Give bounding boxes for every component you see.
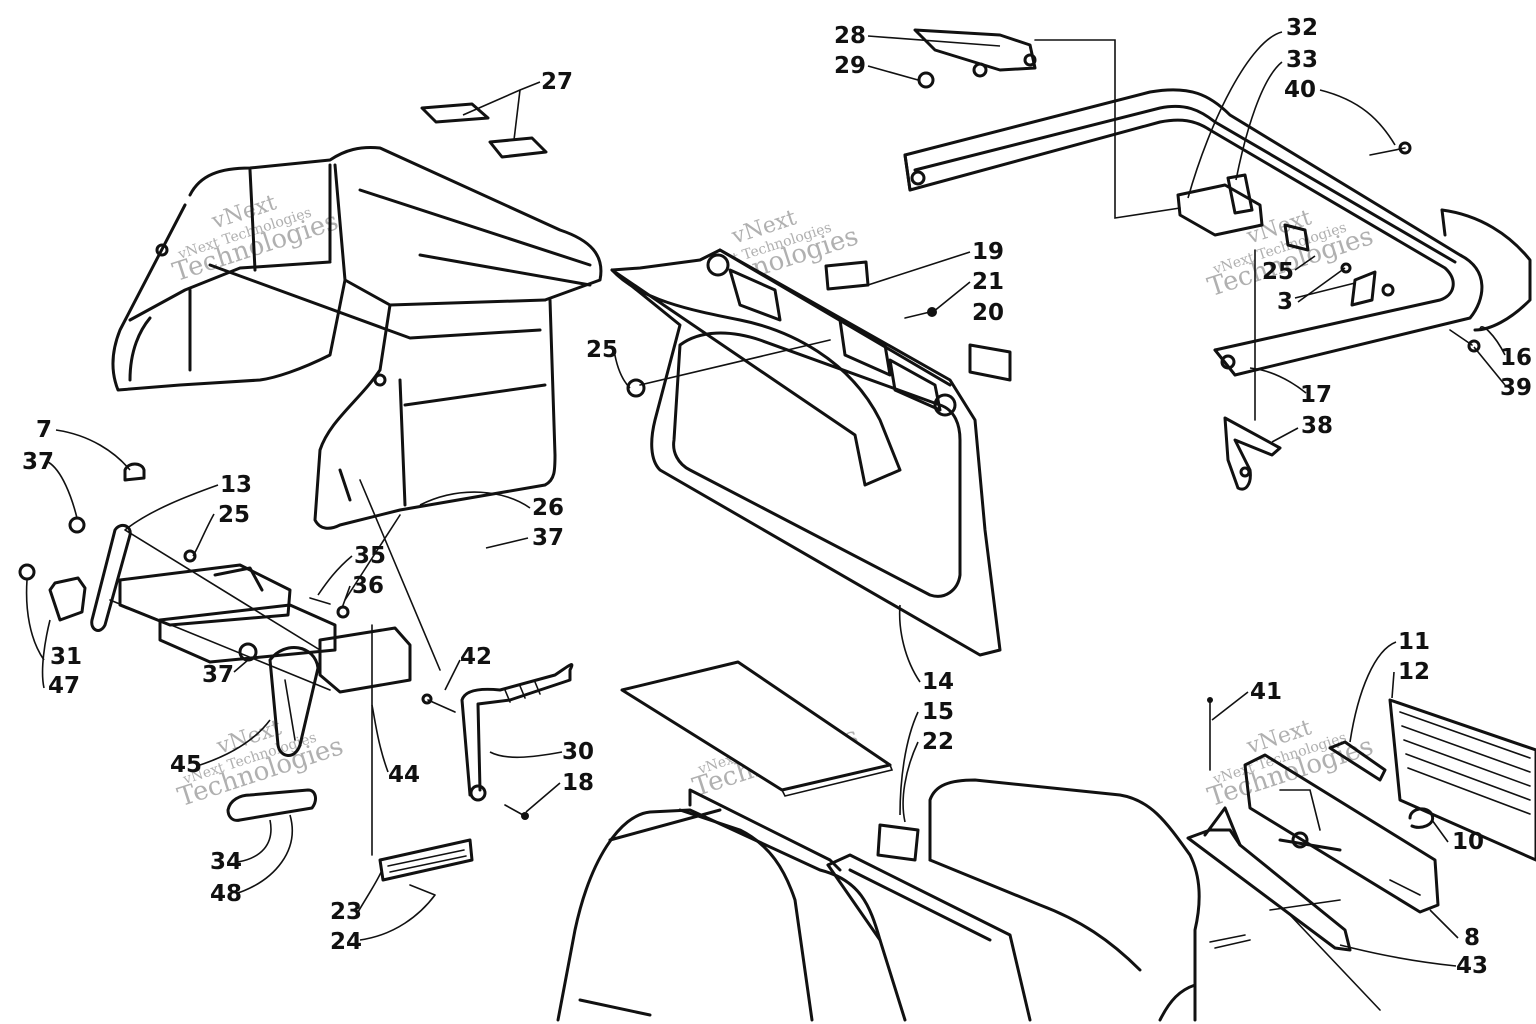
- callout-13: 13: [220, 472, 252, 498]
- part-17-rear-bumper: [903, 88, 1484, 377]
- part-14-center-panel: [610, 248, 1002, 657]
- part-42-bolt: [421, 693, 456, 713]
- callout-19: 19: [972, 239, 1004, 265]
- part-43-light-bracket: [1186, 806, 1352, 952]
- callout-47: 47: [48, 673, 80, 699]
- callout-16: 16: [1500, 345, 1532, 371]
- callout-23: 23: [330, 899, 362, 925]
- part-32-hinge-bracket: [1176, 173, 1310, 252]
- callout-40: 40: [1284, 77, 1316, 103]
- part-29-nut: [917, 71, 935, 89]
- callout-21: 21: [972, 269, 1004, 295]
- part-10-bulb: [1408, 807, 1435, 829]
- part-41-screw: [1207, 697, 1213, 771]
- callout-10: 10: [1452, 829, 1484, 855]
- part-15-lid-panel: [620, 660, 894, 797]
- watermark: vNext Technologies vNext Technologies: [1204, 205, 1377, 303]
- callout-39: 39: [1500, 375, 1532, 401]
- callout-17: 17: [1300, 382, 1332, 408]
- callout-29: 29: [834, 53, 866, 79]
- storage-bin-right: [928, 778, 1251, 1022]
- callout-41: 41: [1250, 679, 1282, 705]
- part-13-pivot-bar: [90, 523, 132, 632]
- part-40-bolt: [1369, 141, 1412, 156]
- part-11-gasket: [1328, 740, 1387, 782]
- part-25-nut: [626, 378, 646, 398]
- part-37-nut: [68, 516, 86, 534]
- alignment-lines: [109, 39, 1381, 1011]
- callout-27: 27: [541, 69, 573, 95]
- callout-43: 43: [1456, 953, 1488, 979]
- watermark: vNext Technologies vNext Technologies: [1204, 715, 1377, 813]
- callout-37-left: 37: [22, 449, 54, 475]
- callout-25-bumper: 25: [1262, 259, 1294, 285]
- callout-11: 11: [1398, 629, 1430, 655]
- callout-labels: 27 28 29 32 33 40 19 21 20 25 25 3 16 39…: [22, 15, 1532, 979]
- part-3-clip: [1340, 262, 1395, 307]
- part-18-screw: [504, 804, 529, 820]
- part-38-hitch: [1223, 416, 1282, 491]
- callout-38: 38: [1301, 413, 1333, 439]
- part-8-light-housing: [1243, 753, 1440, 914]
- part-16-end-cap: [1440, 208, 1532, 332]
- callout-48: 48: [210, 881, 242, 907]
- part-22-decal: [876, 823, 920, 862]
- callout-36: 36: [352, 573, 384, 599]
- callout-12: 12: [1398, 659, 1430, 685]
- part-28-bracket: [913, 28, 1037, 78]
- latch-housing: [118, 549, 412, 694]
- callout-30: 30: [562, 739, 594, 765]
- storage-bin-divider: [826, 853, 1032, 1022]
- callout-26: 26: [532, 495, 564, 521]
- part-34-pad: [226, 788, 317, 822]
- callout-31: 31: [50, 644, 82, 670]
- callout-37-latch: 37: [202, 662, 234, 688]
- part-39-bolt: [1449, 329, 1481, 353]
- part-23-reflector: [378, 838, 474, 882]
- storage-bin-left: [556, 788, 907, 1022]
- part-20-decal: [968, 343, 1012, 382]
- part-19-decal: [824, 260, 870, 291]
- part-30-handle: [460, 663, 574, 802]
- callout-42: 42: [460, 644, 492, 670]
- callout-25-panel: 25: [586, 337, 618, 363]
- callout-33: 33: [1286, 47, 1318, 73]
- callout-35: 35: [354, 543, 386, 569]
- part-26-rack-frame: [111, 146, 603, 530]
- callout-8: 8: [1464, 925, 1480, 951]
- callout-44: 44: [388, 762, 420, 788]
- callout-20: 20: [972, 300, 1004, 326]
- callout-22: 22: [922, 729, 954, 755]
- callout-14: 14: [922, 669, 954, 695]
- callout-34: 34: [210, 849, 242, 875]
- part-31-bracket: [18, 563, 87, 622]
- callout-15: 15: [922, 699, 954, 725]
- callout-3: 3: [1277, 289, 1293, 315]
- part-24-screw: [409, 884, 436, 896]
- part-44-latch-lever: [268, 646, 320, 757]
- callout-25-latch: 25: [218, 502, 250, 528]
- callout-24: 24: [330, 929, 362, 955]
- part-12-lens: [1388, 698, 1536, 862]
- callout-28: 28: [834, 23, 866, 49]
- callout-18: 18: [562, 770, 594, 796]
- part-21-screw: [904, 307, 937, 319]
- part-27-decals: [420, 102, 548, 159]
- callout-leaders: [25, 31, 1506, 967]
- callout-7: 7: [36, 417, 52, 443]
- callout-32: 32: [1286, 15, 1318, 41]
- callout-37-rack: 37: [532, 525, 564, 551]
- callout-45: 45: [170, 752, 202, 778]
